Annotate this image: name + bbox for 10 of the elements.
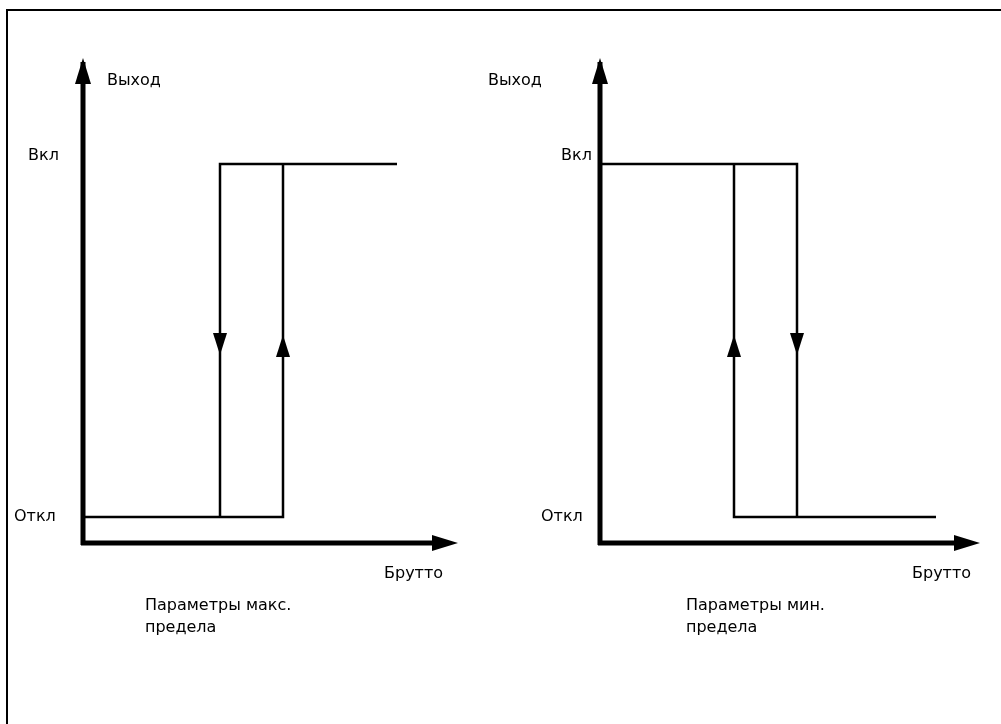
level-label: Откл bbox=[541, 505, 583, 527]
level-label: Откл bbox=[14, 505, 56, 527]
axis-label: Выход bbox=[107, 69, 161, 91]
level-label: Вкл bbox=[28, 144, 59, 166]
axis-label: Брутто bbox=[384, 562, 444, 584]
plot-caption: Параметры макс. предела bbox=[145, 594, 293, 638]
level-label: Вкл bbox=[561, 144, 592, 166]
axis-label: Выход bbox=[488, 69, 542, 91]
axis-label: Брутто bbox=[912, 562, 972, 584]
plot-caption: Параметры мин. предела bbox=[686, 594, 826, 638]
